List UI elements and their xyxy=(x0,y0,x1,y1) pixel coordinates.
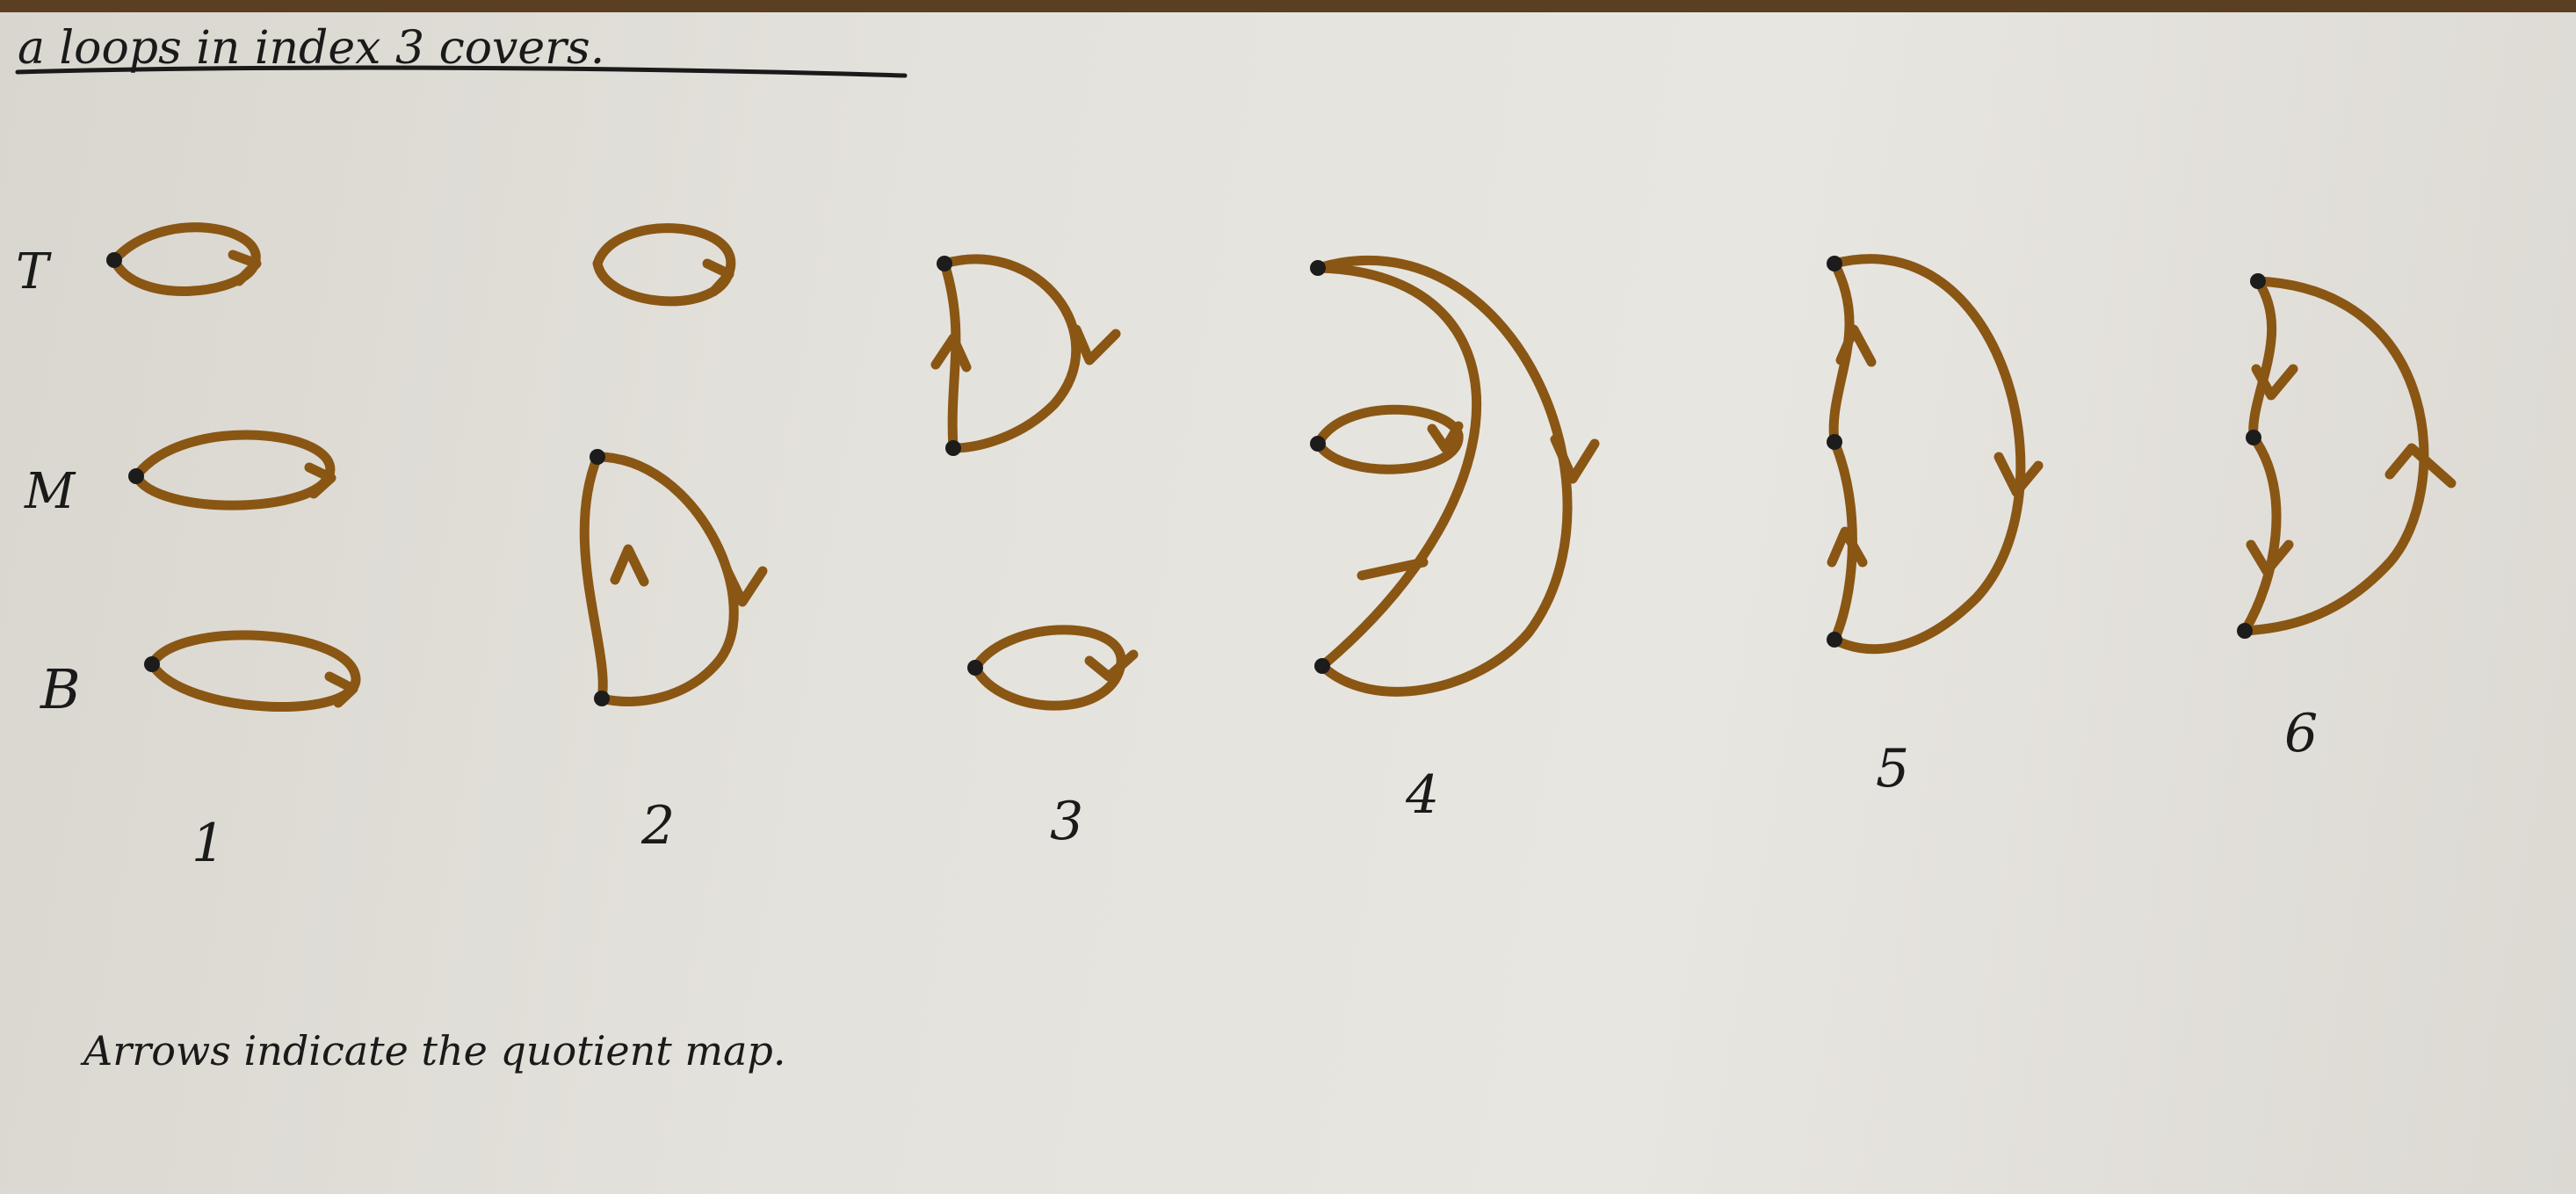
cover-1-middle-arrow xyxy=(304,462,336,499)
row-label-t: T xyxy=(16,243,52,300)
cover-1 xyxy=(106,222,361,713)
cover-1-top-arrow xyxy=(228,250,262,286)
cover-3-bottom-point xyxy=(967,660,983,676)
cover-number-4: 4 xyxy=(1405,764,1439,826)
cover-number-3: 3 xyxy=(1050,791,1083,852)
cover-4-middle-point xyxy=(1310,436,1326,452)
cover-4-outer-arc xyxy=(1313,256,1573,697)
cover-5-right-strand xyxy=(1829,254,2026,655)
cover-2-up-arrow xyxy=(610,544,649,587)
cover-4-tick-mark xyxy=(1357,557,1429,581)
cover-4-top-point xyxy=(1310,260,1326,276)
cover-3 xyxy=(930,254,1139,711)
cover-4 xyxy=(1310,256,1600,697)
cover-number-5: 5 xyxy=(1876,738,1909,800)
cover-6-right-strand xyxy=(2240,276,2429,636)
cover-2 xyxy=(579,223,768,707)
cover-5-left-strand xyxy=(1828,258,1857,645)
cover-5-middle-point xyxy=(1827,434,1842,450)
cover-3-lower-point xyxy=(945,440,961,456)
cover-3-left-strand xyxy=(939,258,961,453)
cover-6 xyxy=(2237,273,2457,639)
cover-3-up-arrow xyxy=(930,333,972,373)
cover-2-down-arrow xyxy=(722,566,768,607)
cover-4-inner-arc xyxy=(1313,263,1481,671)
paper-card xyxy=(0,12,2576,1194)
cover-6-bottom-point xyxy=(2237,623,2253,639)
cover-number-2: 2 xyxy=(640,795,675,857)
cover-1-top-point xyxy=(106,252,122,268)
row-label-m: M xyxy=(24,463,76,520)
cover-4-middle-arrow xyxy=(1427,421,1464,453)
cover-1-bottom-loop xyxy=(147,630,361,713)
cover-6-middle-point xyxy=(2246,430,2261,445)
cover-2-top-arrow xyxy=(702,258,734,297)
cover-5-up-arrow-lower xyxy=(1827,526,1868,568)
cover-2-lower-strand-left xyxy=(579,452,608,704)
cover-5-top-point xyxy=(1827,256,1842,271)
cover-5 xyxy=(1827,254,2044,655)
cover-1-bottom-point xyxy=(144,656,160,672)
cover-2-upper-point xyxy=(590,449,605,465)
title-underline xyxy=(15,65,908,78)
cover-6-left-strand xyxy=(2240,276,2282,636)
caption: Arrows indicate the quotient map. xyxy=(80,1027,786,1075)
cover-1-middle-loop xyxy=(131,430,336,510)
cover-1-bottom-arrow xyxy=(324,671,358,708)
cover-4-outer-arrow xyxy=(1550,434,1600,484)
cover-number-6: 6 xyxy=(2284,703,2318,764)
row-label-b: B xyxy=(40,657,81,721)
cover-5-up-arrow-upper xyxy=(1835,324,1877,367)
cover-1-middle-point xyxy=(128,468,144,484)
cover-3-bottom-arrow xyxy=(1084,649,1139,682)
cover-2-lower-strand-right xyxy=(592,452,739,707)
cover-5-down-arrow xyxy=(1994,452,2044,497)
cover-3-right-strand xyxy=(939,254,1082,453)
cover-6-top-point xyxy=(2250,273,2266,289)
cover-6-up-arrow xyxy=(2384,443,2457,488)
cover-6-down-arrow-lower xyxy=(2246,539,2294,576)
cover-3-upper-point xyxy=(937,256,952,271)
cover-5-bottom-point xyxy=(1827,632,1842,648)
cover-4-bottom-point xyxy=(1314,658,1330,674)
cover-3-down-arrow xyxy=(1071,324,1121,365)
cover-6-down-arrow-upper xyxy=(2251,364,2298,401)
cover-2-lower-point xyxy=(594,691,610,706)
cover-number-1: 1 xyxy=(192,813,225,874)
